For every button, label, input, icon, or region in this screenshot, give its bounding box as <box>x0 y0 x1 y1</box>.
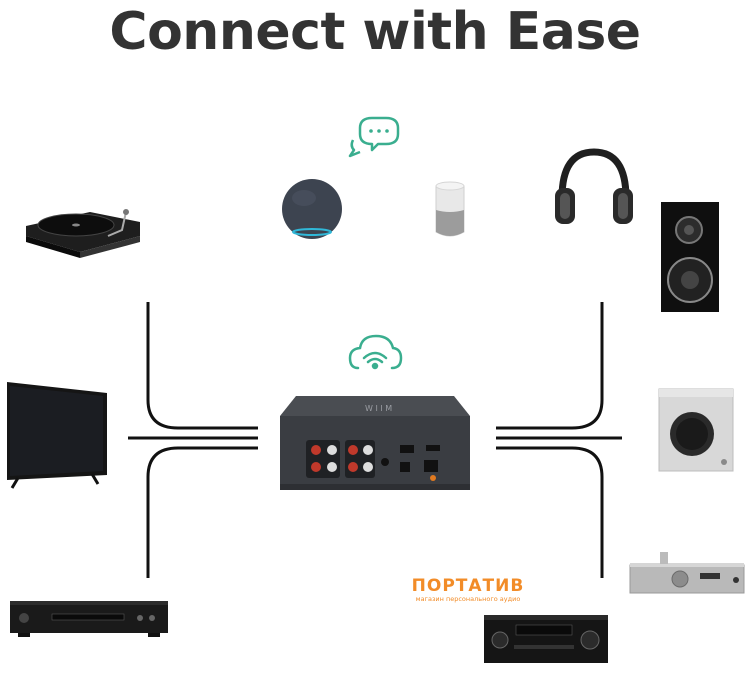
watermark-logo: ПОРТАТИВ магазин персонального аудио <box>408 577 528 603</box>
smart-speaker-home-image <box>435 181 465 237</box>
streaming-hub-image: W I I M <box>280 396 470 490</box>
watermark-brand: ПОРТАТИВ <box>411 576 525 596</box>
bookshelf-speaker-image <box>661 202 719 312</box>
chat-cloud-icon <box>348 116 400 158</box>
av-receiver-image <box>484 615 608 663</box>
watermark-tagline: магазин персонального аудио <box>415 595 521 603</box>
right-connection-lines <box>496 302 622 578</box>
svg-text:W I I M: W I I M <box>365 404 392 413</box>
wifi-cloud-icon <box>348 334 403 370</box>
left-connection-lines <box>128 302 258 578</box>
smart-speaker-sphere-image <box>282 179 342 239</box>
cd-player-image <box>10 601 168 637</box>
television-image <box>7 382 107 489</box>
headphones-image <box>555 148 633 224</box>
turntable-image <box>26 209 140 258</box>
headphone-amp-image <box>629 552 745 594</box>
subwoofer-image <box>658 388 734 472</box>
page-title: Connect with Ease <box>109 2 641 62</box>
